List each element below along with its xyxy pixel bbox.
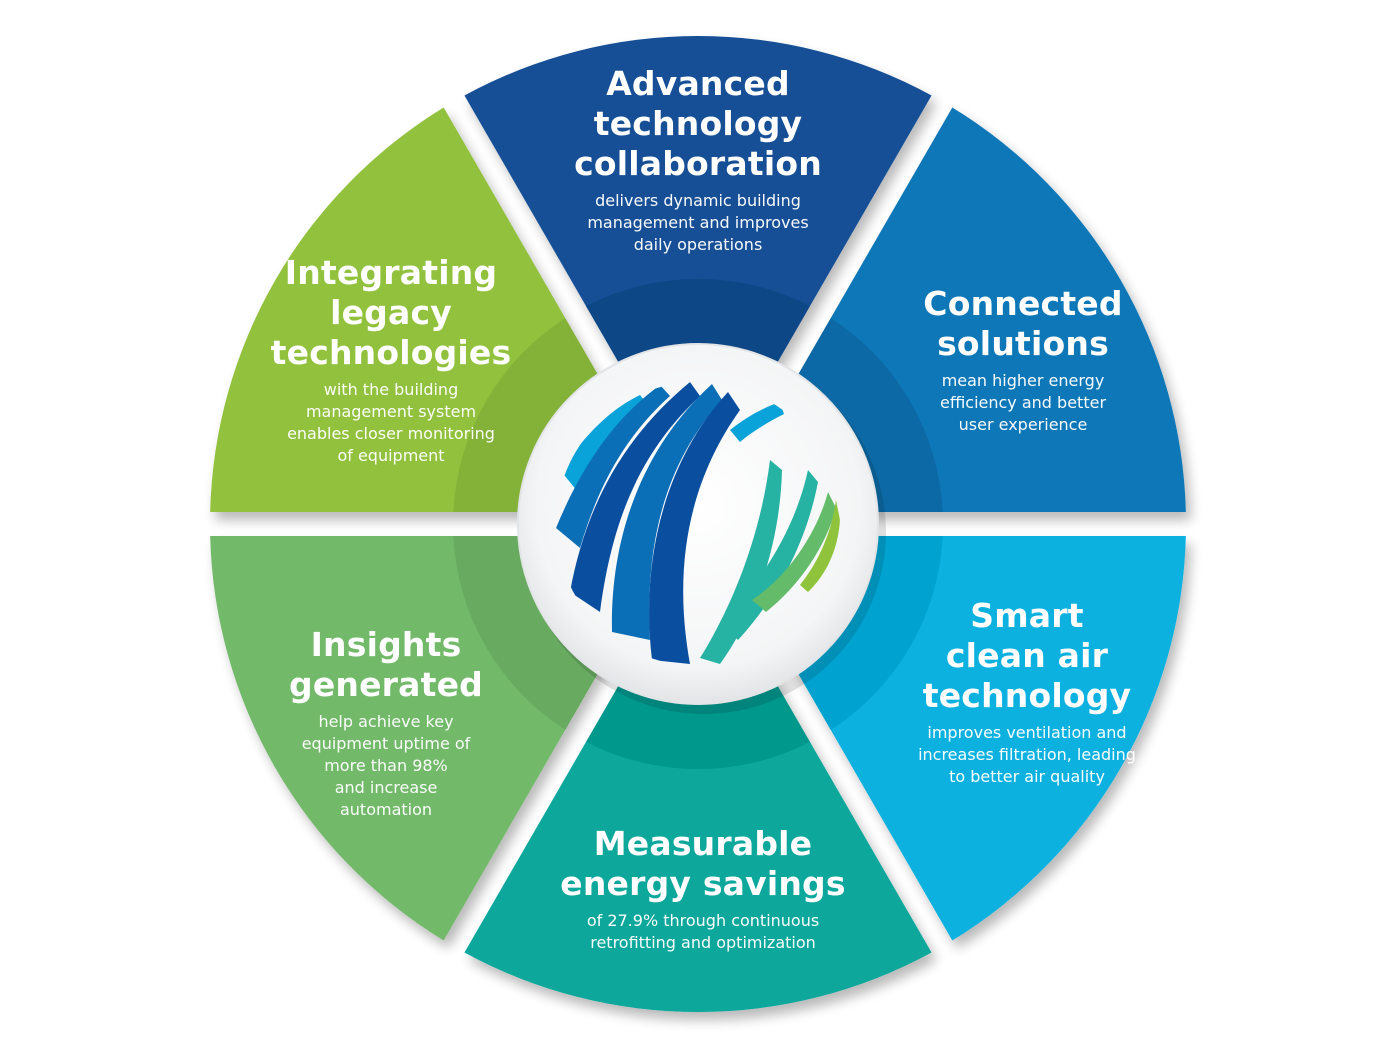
segment-insights — [210, 536, 613, 941]
segment-inner-band — [783, 318, 943, 512]
segment-smart-air — [783, 536, 1186, 941]
segment-title: Measurable energy savings — [560, 824, 846, 903]
segment-inner-band — [453, 536, 613, 730]
logo-stripe — [556, 385, 670, 548]
segment-description: with the building management system enab… — [287, 380, 495, 465]
segment-insights-label: Insights generated help achieve key equi… — [256, 625, 516, 821]
globe-swoosh-logo — [556, 382, 840, 664]
segment-description: help achieve key equipment uptime of mor… — [301, 712, 471, 819]
segment-title: Integrating legacy technologies — [270, 253, 512, 372]
segment-legacy — [210, 107, 613, 513]
segment-inner-band — [783, 536, 943, 730]
segment-smart-air-label: Smart clean air technology improves vent… — [872, 596, 1182, 788]
segment-description: mean higher energy efficiency and better… — [939, 371, 1107, 434]
logo-stripe — [730, 402, 784, 442]
segment-connected — [783, 107, 1186, 513]
segment-body — [464, 659, 932, 1013]
segment-energy-savings-label: Measurable energy savings of 27.9% throu… — [548, 824, 858, 954]
segment-title: Smart clean air technology — [922, 596, 1132, 715]
logo-stripe — [611, 384, 722, 640]
segment-connected-label: Connected solutions mean higher energy e… — [888, 284, 1158, 436]
logo-stripe — [752, 492, 836, 612]
segment-inner-band — [453, 318, 613, 512]
logo-stripe — [800, 500, 840, 592]
logo-stripe — [720, 470, 818, 640]
segment-description: delivers dynamic building management and… — [587, 191, 809, 254]
segment-description: of 27.9% through continuous retrofitting… — [586, 911, 820, 952]
logo-stripe — [700, 460, 782, 664]
segment-description: improves ventilation and increases filtr… — [918, 723, 1136, 786]
segment-title: Insights generated — [289, 625, 483, 704]
segment-title: Connected solutions — [923, 284, 1123, 363]
segment-title: Advanced technology collaboration — [574, 64, 822, 183]
segment-advanced-label: Advanced technology collaboration delive… — [548, 64, 848, 256]
segment-legacy-label: Integrating legacy technologies with the… — [226, 253, 556, 467]
logo-stripe — [649, 392, 740, 664]
segment-body — [464, 35, 932, 389]
logo-stripe — [570, 382, 700, 612]
